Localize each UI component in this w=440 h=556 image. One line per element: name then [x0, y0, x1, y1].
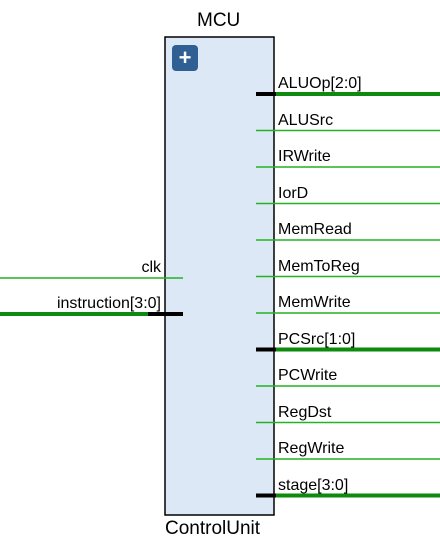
control-unit-block [164, 36, 275, 516]
output-label: RegWrite [278, 440, 345, 457]
input-label: instruction[3:0] [56, 295, 161, 312]
output-label: ALUSrc [278, 111, 334, 129]
output-label: IRWrite [278, 148, 331, 165]
output-label: MemWrite [278, 294, 351, 311]
output-label: MemRead [278, 221, 352, 238]
module-name: ControlUnit [165, 518, 261, 539]
output-label: PCWrite [278, 367, 338, 384]
output-label: RegDst [278, 403, 332, 421]
output-label: IorD [278, 184, 309, 202]
output-label: ALUOp[2:0] [278, 75, 362, 92]
plus-icon[interactable]: + [172, 45, 198, 71]
output-label: PCSrc[1:0] [278, 330, 356, 348]
instance-name: MCU [197, 10, 241, 31]
output-label: MemToReg [278, 257, 360, 275]
output-label: stage[3:0] [278, 476, 349, 494]
input-label: clk [141, 259, 161, 276]
